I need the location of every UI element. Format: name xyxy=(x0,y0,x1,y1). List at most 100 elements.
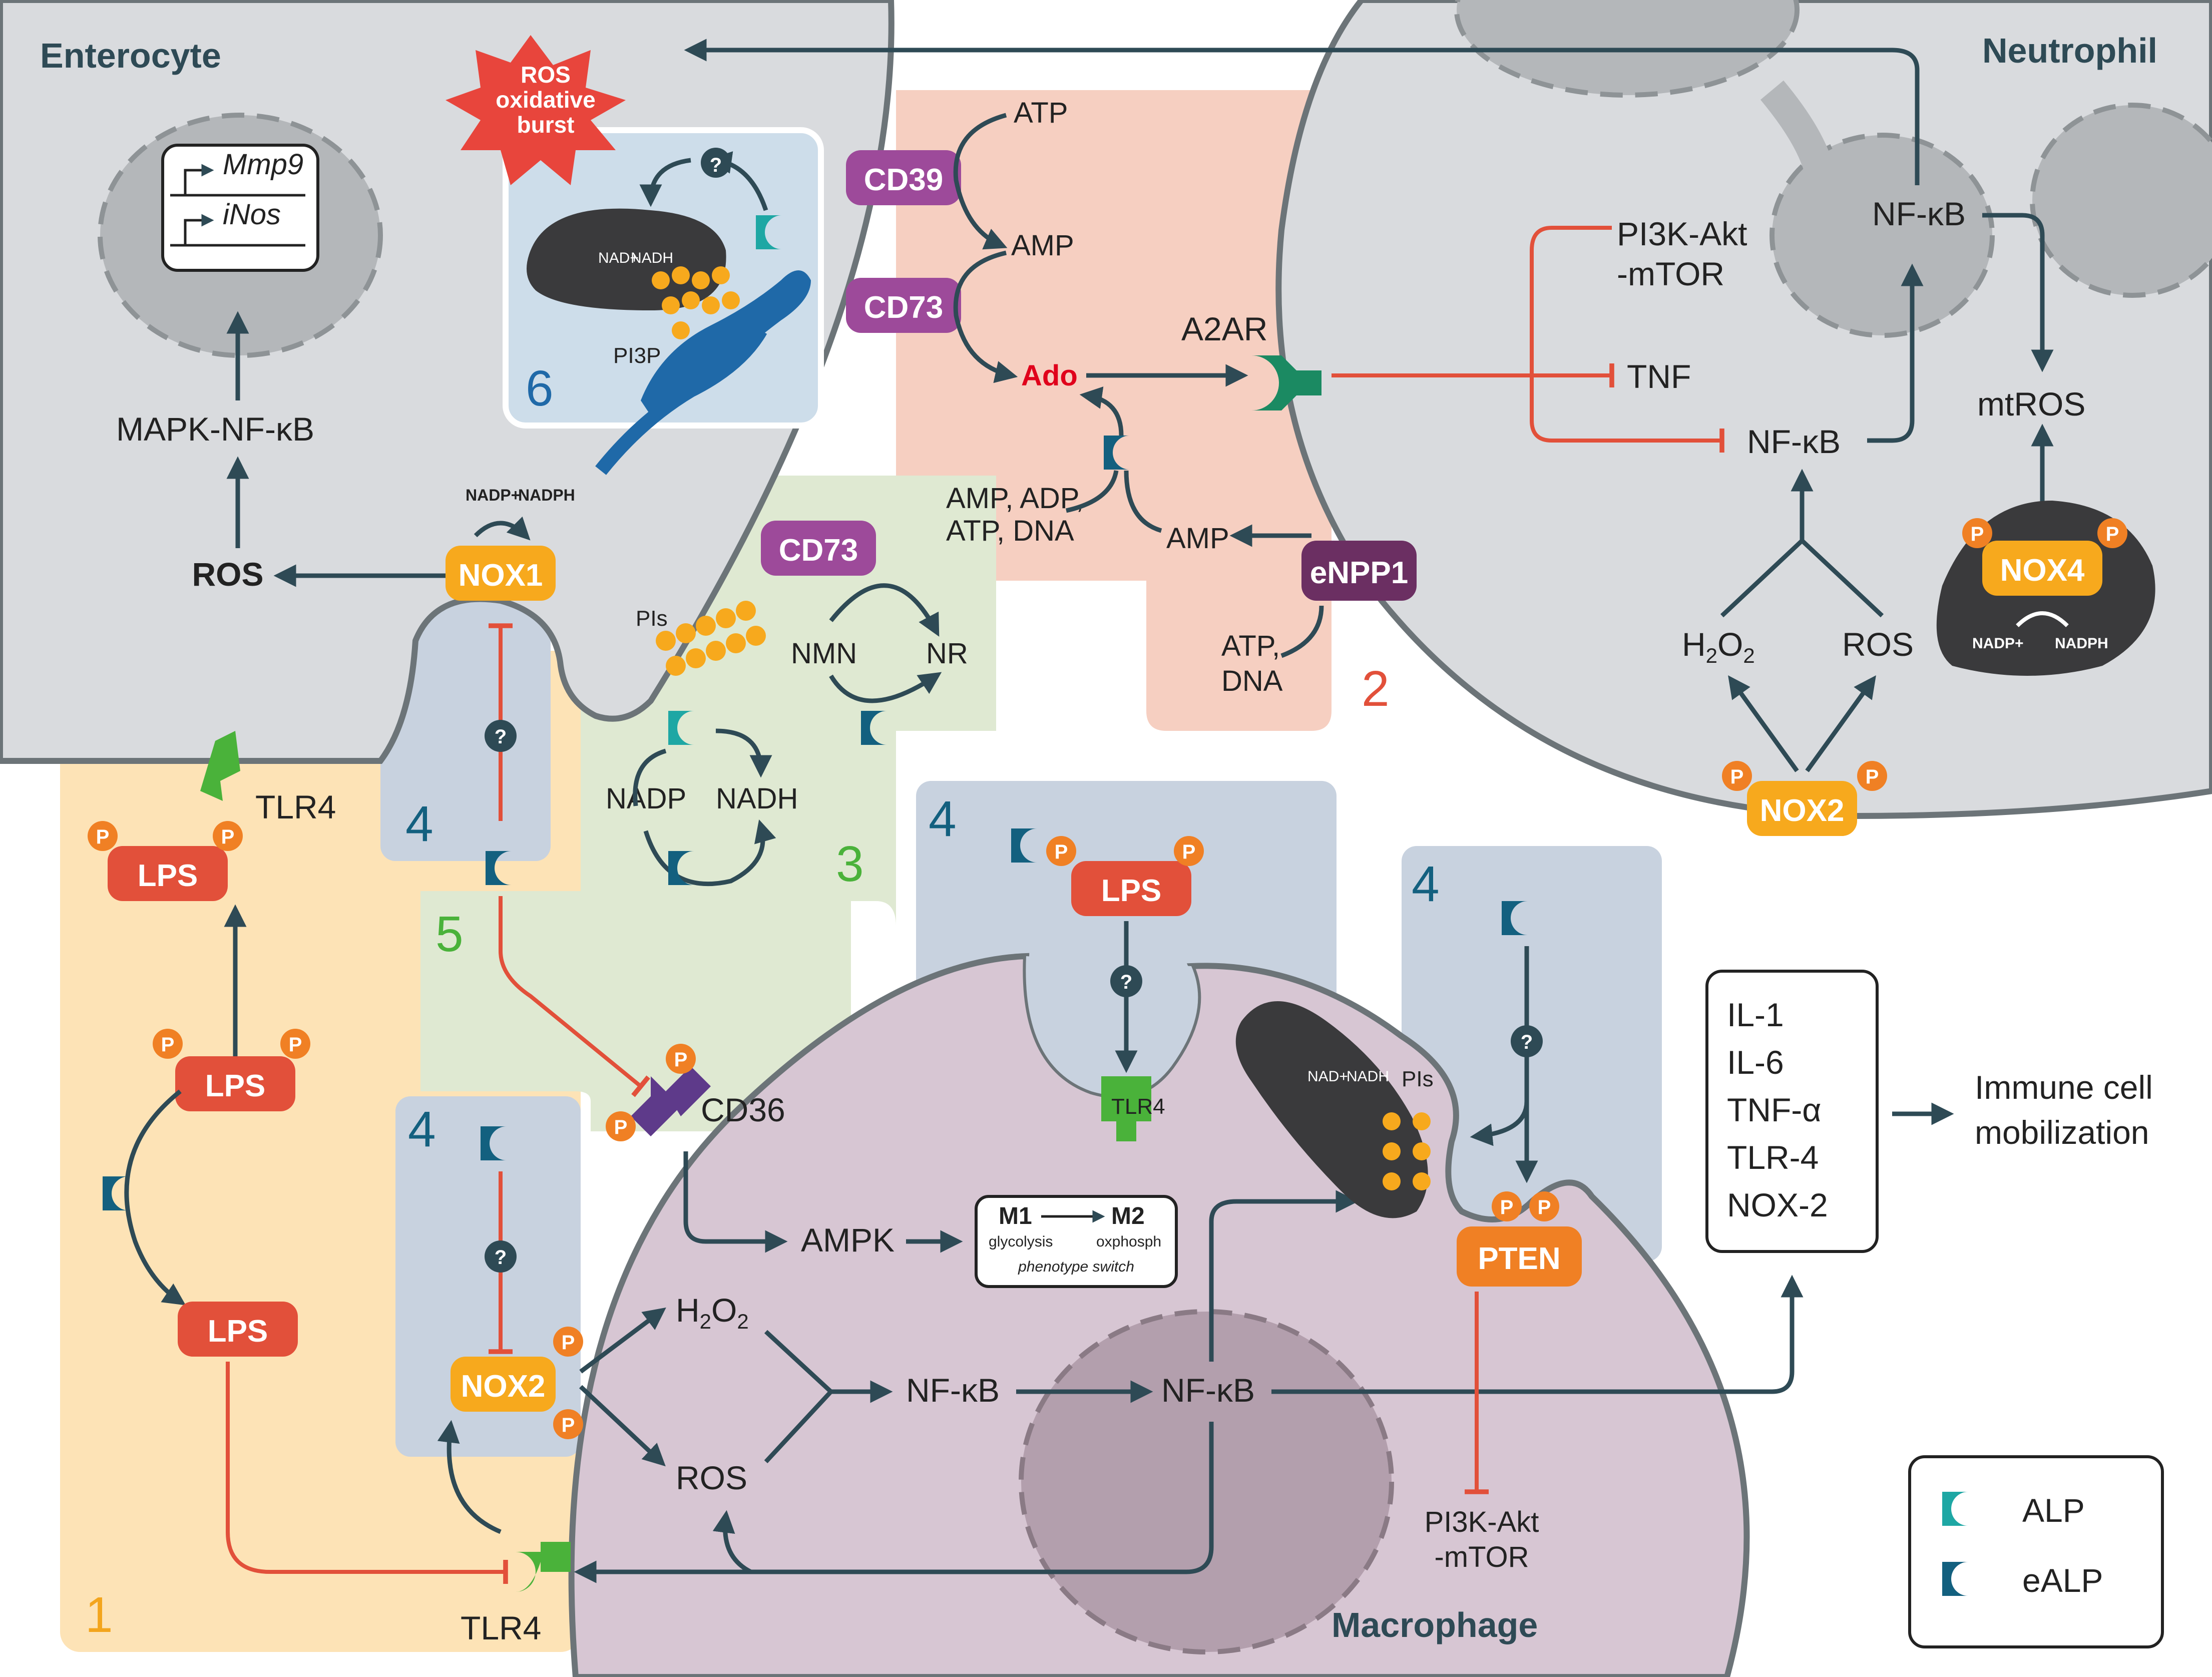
ros-enterocyte: ROS xyxy=(192,556,263,593)
cytokine-3: TNF-α xyxy=(1727,1091,1821,1128)
ros-burst-star xyxy=(446,35,626,185)
burst-line-1: ROS xyxy=(521,62,571,88)
region-4c-number: 4 xyxy=(929,791,957,847)
nadp-region3: NADP xyxy=(606,782,686,815)
nox4-node xyxy=(1982,541,2102,596)
cd36-p2: P xyxy=(614,1116,628,1138)
burst-line-3: burst xyxy=(517,112,575,138)
region-6-number: 6 xyxy=(526,360,554,416)
region-5-number: 5 xyxy=(435,906,464,962)
tnf-label: TNF xyxy=(1627,358,1691,395)
nadh-region3: NADH xyxy=(716,782,798,815)
nox4-p2: P xyxy=(2106,523,2119,545)
question-mito: ? xyxy=(710,154,722,176)
nad-macrophage: NAD+ xyxy=(1307,1068,1348,1085)
nadph-enterocyte: NADPH xyxy=(518,486,575,504)
nox2n-p2: P xyxy=(1866,766,1879,788)
cytokine-5: NOX-2 xyxy=(1727,1186,1828,1223)
phenotype-switch-label: phenotype switch xyxy=(1018,1259,1134,1275)
svg-text:LPS: LPS xyxy=(208,1314,268,1349)
cd73-label-3: CD73 xyxy=(779,533,858,568)
mitochondrion-macrophage xyxy=(1235,1001,1428,1218)
lps-node-1: LPS P P xyxy=(88,821,243,901)
cd39-node xyxy=(846,150,961,205)
cd73-node-3 xyxy=(761,521,876,576)
nfkb-macrophage-1: NF-κB xyxy=(906,1372,1000,1409)
nox2-macrophage-node xyxy=(451,1357,556,1412)
ampk-label: AMPK xyxy=(801,1221,895,1259)
mix-line-2: ATP, DNA xyxy=(946,515,1074,547)
cd36-receptor xyxy=(631,1076,681,1136)
mapk-nfkb-label: MAPK-NF-κB xyxy=(116,410,314,448)
nadh-macrophage: NADH xyxy=(1347,1068,1389,1085)
mobilization-line-1: Immune cell xyxy=(1975,1069,2153,1106)
region-4b-number: 4 xyxy=(408,1101,436,1157)
cd36-label: CD36 xyxy=(701,1091,785,1128)
nadp-enterocyte: NADP+ xyxy=(466,486,520,504)
atp-dna-line-2: DNA xyxy=(1221,665,1283,697)
enterocyte-label: Enterocyte xyxy=(40,36,221,75)
nfkb-neutrophil-2: NF-κB xyxy=(1747,423,1841,460)
lps-node-3: LPS xyxy=(178,1302,298,1357)
m2-label: M2 xyxy=(1111,1203,1145,1229)
legend-box xyxy=(1908,1455,2164,1648)
nox4-label: NOX4 xyxy=(2000,553,2085,588)
tlr4-bottom xyxy=(516,1542,571,1592)
gene-inos: iNos xyxy=(223,198,281,231)
cd73-node-2 xyxy=(846,278,961,333)
atp-label: ATP xyxy=(1014,97,1068,129)
nadph-neutrophil: NADPH xyxy=(2055,635,2108,652)
h2o2-neutrophil: H2O2 xyxy=(1682,626,1755,667)
region-5 xyxy=(420,891,851,1131)
nmn-label: NMN xyxy=(791,637,857,670)
nox2-neutrophil-node xyxy=(1747,781,1857,836)
pten-label: PTEN xyxy=(1478,1241,1560,1276)
pi3k-neutrophil-line-1: PI3K-Akt xyxy=(1617,215,1747,252)
region-4-enterocyte xyxy=(380,581,551,861)
nr-label: NR xyxy=(926,637,968,670)
amp-label: AMP xyxy=(1011,229,1074,262)
tlr4-bottom-label: TLR4 xyxy=(461,1609,541,1646)
ros-macrophage: ROS xyxy=(676,1459,747,1496)
neutrophil-label: Neutrophil xyxy=(1982,31,2157,70)
pi3k-neutrophil-line-2: -mTOR xyxy=(1617,255,1724,292)
mtros-label: mtROS xyxy=(1977,385,2085,423)
phospholipids-region3 xyxy=(656,601,766,676)
nadh-enterocyte: NADH xyxy=(631,250,673,266)
lps-node-2: LPS P P xyxy=(153,1029,310,1111)
m1-label: M1 xyxy=(999,1203,1032,1229)
cytokine-box xyxy=(1705,970,1879,1253)
er-structure xyxy=(641,270,811,415)
nox1-label: NOX1 xyxy=(459,558,543,593)
nox2-neutrophil-label: NOX2 xyxy=(1760,793,1845,828)
cd39-label: CD39 xyxy=(864,163,944,197)
gene-mmp9: Mmp9 xyxy=(223,148,303,181)
region-4d-number: 4 xyxy=(1412,856,1440,912)
nfkb-neutrophil-1: NF-κB xyxy=(1872,195,1966,232)
mitochondrion-enterocyte xyxy=(527,208,726,310)
question-lps: ? xyxy=(1120,971,1132,993)
legend-ealp-label: eALP xyxy=(2022,1562,2103,1599)
svg-text:P: P xyxy=(289,1034,302,1056)
pi3p-label: PI3P xyxy=(613,343,661,368)
svg-text:LPS: LPS xyxy=(138,859,198,893)
glycolysis-label: glycolysis xyxy=(989,1233,1053,1250)
region-3-number: 3 xyxy=(836,836,864,892)
phenotype-box xyxy=(975,1195,1178,1288)
lps-mac-p2: P xyxy=(1182,841,1196,863)
tlr4-macrophage xyxy=(1101,1076,1151,1141)
svg-text:P: P xyxy=(221,826,235,848)
pten-node xyxy=(1457,1226,1582,1287)
h2o2-macrophage: H2O2 xyxy=(676,1292,749,1333)
cd36-p1: P xyxy=(674,1049,688,1071)
mix-line-1: AMP, ADP, xyxy=(946,482,1084,515)
nox2-p2: P xyxy=(562,1414,575,1436)
cytokine-2: IL-6 xyxy=(1727,1044,1784,1081)
cytokine-4: TLR-4 xyxy=(1727,1139,1819,1176)
oxphosph-label: oxphosph xyxy=(1096,1233,1161,1250)
question-nox2: ? xyxy=(495,1246,507,1269)
cd73-label-2: CD73 xyxy=(864,290,944,325)
nad-enterocyte: NAD+ xyxy=(598,250,639,266)
